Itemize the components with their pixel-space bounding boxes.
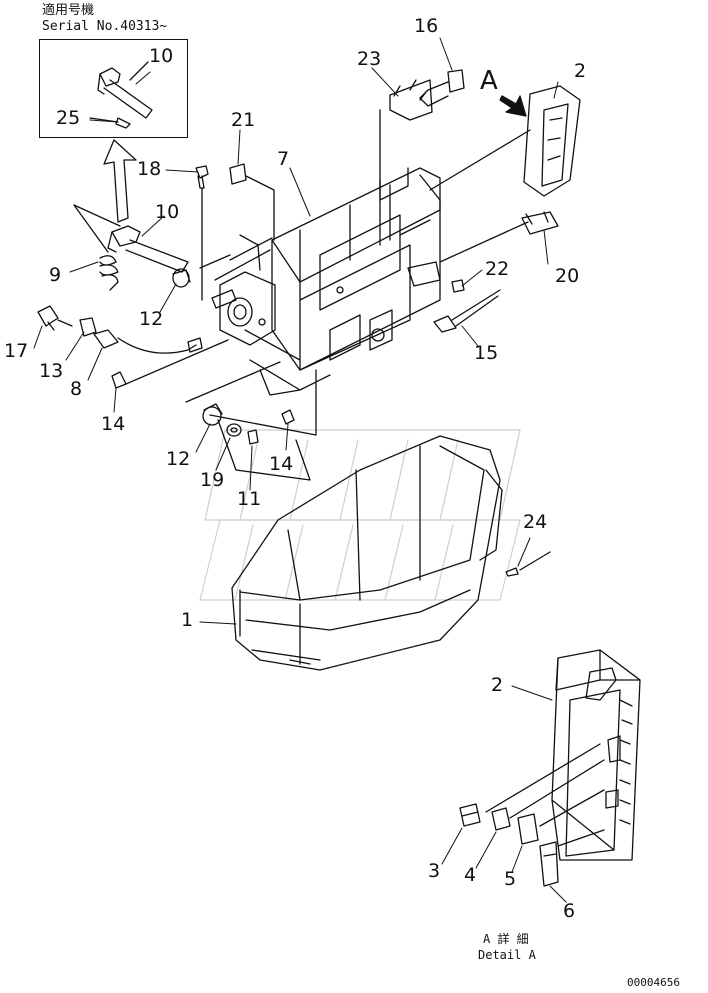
callout-14-right: 14	[269, 453, 294, 475]
callout-10: 10	[155, 201, 180, 223]
shaft-assembly	[199, 234, 276, 346]
detail-part-2	[551, 649, 641, 861]
pin-and-spring	[73, 204, 191, 291]
applicability-heading: 適用号機	[42, 3, 95, 18]
callout-24: 24	[523, 511, 548, 533]
callout-10-inset: 10	[149, 45, 174, 67]
figure-number: 00004656	[627, 976, 680, 989]
callout-2-detail: 2	[491, 674, 504, 696]
detail-title-en: Detail A	[478, 948, 536, 962]
callout-19: 19	[200, 469, 225, 491]
callout-4: 4	[464, 864, 477, 886]
callout-14-left: 14	[101, 413, 126, 435]
serial-range: Serial No.40313~	[42, 19, 168, 34]
callout-21: 21	[231, 109, 256, 131]
callout-5: 5	[504, 868, 517, 890]
callout-20: 20	[555, 265, 580, 287]
callout-18: 18	[137, 158, 162, 180]
callout-12-lower: 12	[166, 448, 191, 470]
serial-inset-box	[39, 39, 188, 138]
detail-small-parts	[459, 743, 605, 887]
callout-3: 3	[428, 860, 441, 882]
watermark	[199, 429, 521, 601]
callout-8: 8	[70, 378, 83, 400]
callout-1: 1	[181, 609, 194, 631]
callout-15: 15	[474, 342, 499, 364]
switch-harness	[37, 305, 229, 389]
callout-11: 11	[237, 488, 262, 510]
callout-16: 16	[414, 15, 439, 37]
callout-17: 17	[4, 340, 29, 362]
inset-pin	[89, 61, 153, 129]
callout-22: 22	[485, 258, 510, 280]
cover-part-2-top	[429, 85, 581, 197]
bolt-clip	[195, 163, 275, 301]
frame-bracket	[244, 167, 441, 396]
bolt-bracket-top	[379, 69, 465, 246]
callout-13: 13	[39, 360, 64, 382]
callout-25: 25	[56, 107, 81, 129]
callout-23: 23	[357, 48, 382, 70]
callout-12-upper: 12	[139, 308, 164, 330]
callout-2-top: 2	[574, 60, 587, 82]
callout-7: 7	[277, 148, 290, 170]
detail-title-jp: A 詳 細	[483, 932, 529, 946]
direction-arrow	[103, 139, 137, 223]
callout-6: 6	[563, 900, 576, 922]
callout-9: 9	[49, 264, 62, 286]
view-marker-a: A	[480, 66, 498, 96]
leader-lines	[33, 37, 567, 903]
cover-part-1	[231, 435, 551, 671]
clips-and-tie	[407, 211, 559, 333]
